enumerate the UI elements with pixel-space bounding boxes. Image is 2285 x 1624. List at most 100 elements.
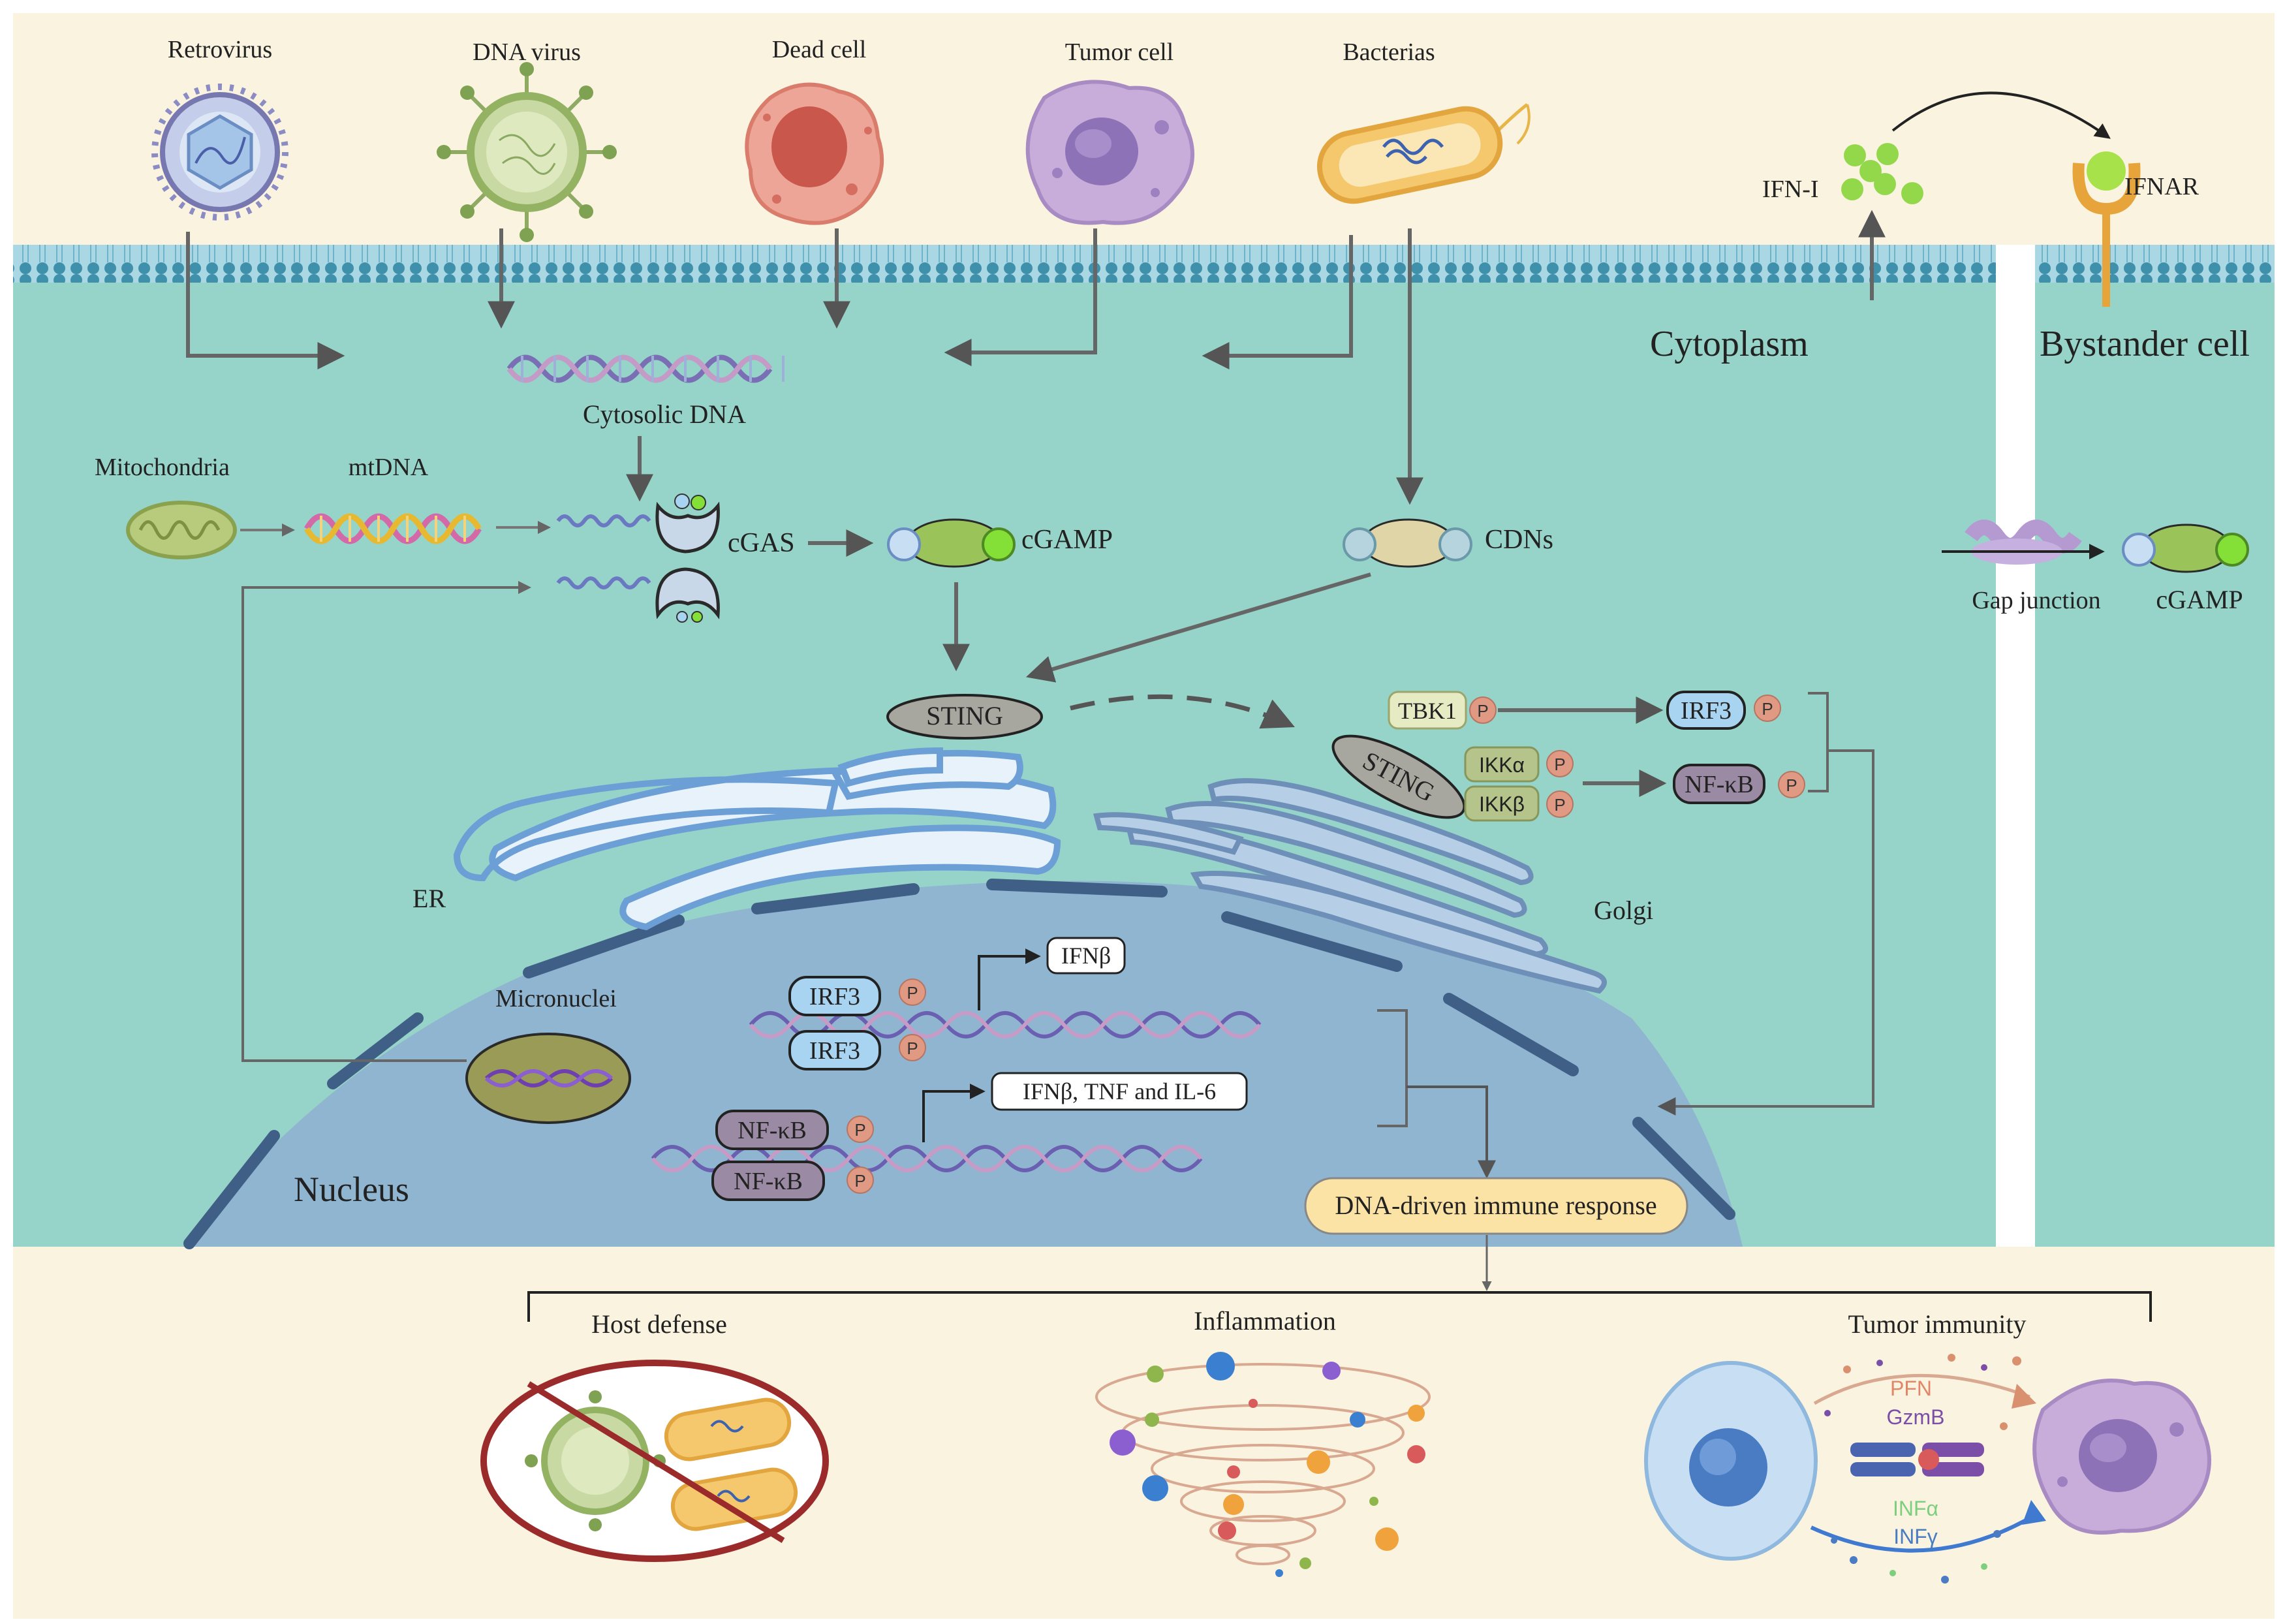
host-defense-icon [480,1360,829,1562]
ikkb-box [1464,785,1540,822]
nfkb-nuclear-box-1 [715,1110,829,1150]
cytosolic-dna-icon [506,354,785,383]
t-cell-icon [1644,1361,1818,1561]
dna-virus-label: DNA virus [473,39,581,66]
ifnb-transcription-arrow [978,948,1041,1010]
ikka-box [1464,746,1540,783]
tbk1-label: TBK1 [1398,698,1457,724]
plasma-membrane [13,245,2275,283]
micronuclei-label: Micronuclei [495,985,617,1012]
ifnb-box [1046,937,1126,975]
infa-label: INFα [1893,1497,1938,1520]
nfkb-nuclear-phospho-label-1: P [854,1120,865,1140]
micronuclei-icon [465,1033,631,1124]
sting-label: STING [926,701,1003,730]
inflammation-spiral-icon [1095,1352,1431,1577]
tbk1-phospho-label: P [1477,701,1488,721]
nuclear-dna-helix-upper [749,1011,1262,1038]
irf3-nuclear-phospho-label-2: P [907,1038,918,1058]
nfkb-nuclear-box-2 [711,1161,825,1201]
ifn-i-molecules [1841,143,1923,204]
nfkb-nuclear-label-2: NF-κB [734,1168,803,1195]
nfkb-nuclear-phospho-2 [847,1166,874,1194]
gzmb-label: GzmB [1887,1405,1945,1429]
nfkb-nuclear-phospho-label-2: P [854,1171,865,1191]
irf3-cyto-phospho-label: P [1762,699,1773,719]
ikkb-label: IKKβ [1479,792,1525,816]
retrovirus-icon [151,84,288,221]
mitochondria-label: Mitochondria [95,454,230,481]
transcription-factor-bracket [1808,692,1829,792]
nucleus-label: Nucleus [294,1170,409,1209]
er-label: ER [412,884,446,913]
bystander-cell-label: Bystander cell [2040,324,2250,364]
irf3-nuclear-box-1 [788,976,881,1016]
immune-synapse-icon [1850,1443,1984,1476]
irf3-nuclear-box-2 [788,1030,881,1070]
pfn-gzmb-arrowhead [2012,1384,2036,1409]
dna-fragment-icon [556,514,651,589]
inflammation-label: Inflammation [1194,1306,1336,1335]
dead-cell-label: Dead cell [772,36,867,63]
golgi-label: Golgi [1594,896,1653,925]
target-tumor-cell-icon [2032,1379,2211,1535]
tbk1-phospho-badge [1469,696,1497,724]
gene-output-bracket [1377,1009,1408,1127]
irf3-nuclear-phospho-2 [899,1034,926,1061]
nfkb-cyto-phospho-badge [1778,771,1805,798]
outcomes-bracket [527,1291,2152,1322]
ifnar-label: IFNAR [2124,173,2200,200]
pathogen-arrows [186,228,1423,505]
bystander-cgamp-icon [2122,523,2249,573]
gap-junction-label: Gap junction [1972,587,2100,614]
cdns-to-sting-arrow [1025,572,1371,683]
infg-label: INFγ [1893,1525,1938,1548]
cytokines-box [991,1072,1248,1111]
sting-complex-protein [1331,734,1466,819]
bystander-cgamp-label: cGAMP [2156,585,2243,614]
cdns-molecule-icon [1343,518,1472,568]
retrovirus-label: Retrovirus [168,36,272,63]
bacterias-label: Bacterias [1343,39,1435,66]
nfkb-cyto-box [1673,764,1765,804]
cgas-label: cGAS [728,528,795,558]
irf3-nuclear-label-1: IRF3 [809,983,860,1010]
nfkb-cyto-label: NF-κB [1685,771,1754,798]
infa-infg-arrowhead [2022,1500,2046,1525]
infa-infg-arrow-line [1810,1512,2038,1553]
nuclear-envelope [183,879,1735,1249]
endoplasmic-reticulum [453,747,1061,931]
tf-to-nucleus-arrow [1657,749,1874,1116]
irf3-cyto-box [1666,691,1746,730]
cgamp-label: cGAMP [1021,525,1113,555]
nfkb-nuclear-phospho-1 [847,1116,874,1143]
nfkb-cyto-phospho-label: P [1786,775,1797,795]
ifnar-receptor-icon [2072,151,2141,307]
irf3-cyto-label: IRF3 [1681,697,1732,725]
ifn-i-label: IFN-I [1762,176,1819,203]
tbk1-box [1388,691,1467,730]
cdns-label: CDNs [1485,525,1553,555]
pfn-gzmb-arrow-line [1813,1373,2030,1405]
tumor-cell-label: Tumor cell [1065,39,1174,66]
cytokine-dots [1824,1354,2021,1584]
golgi-apparatus [1093,778,1607,994]
mtdna-label: mtDNA [349,454,429,481]
cytokines-label: IFNβ, TNF and IL-6 [1023,1078,1216,1104]
irf3-nuclear-label-2: IRF3 [809,1037,860,1065]
dna-virus-icon [437,62,617,242]
cell-gap [1996,245,2035,1247]
pfn-label: PFN [1890,1377,1932,1400]
mtdna-icon [304,513,482,544]
irf3-nuclear-phospho-1 [899,978,926,1006]
immune-response-box [1304,1177,1688,1235]
irf3-cyto-phospho-badge [1754,695,1781,722]
micronuclei-to-cgas-arrow [241,581,531,1062]
nfkb-nuclear-label-1: NF-κB [738,1117,807,1144]
cytokine-transcription-arrow [922,1084,986,1142]
mitochondria-icon [126,501,237,559]
ifn-binding-arrow [1891,91,2111,139]
ikkb-phospho-badge [1546,790,1574,818]
